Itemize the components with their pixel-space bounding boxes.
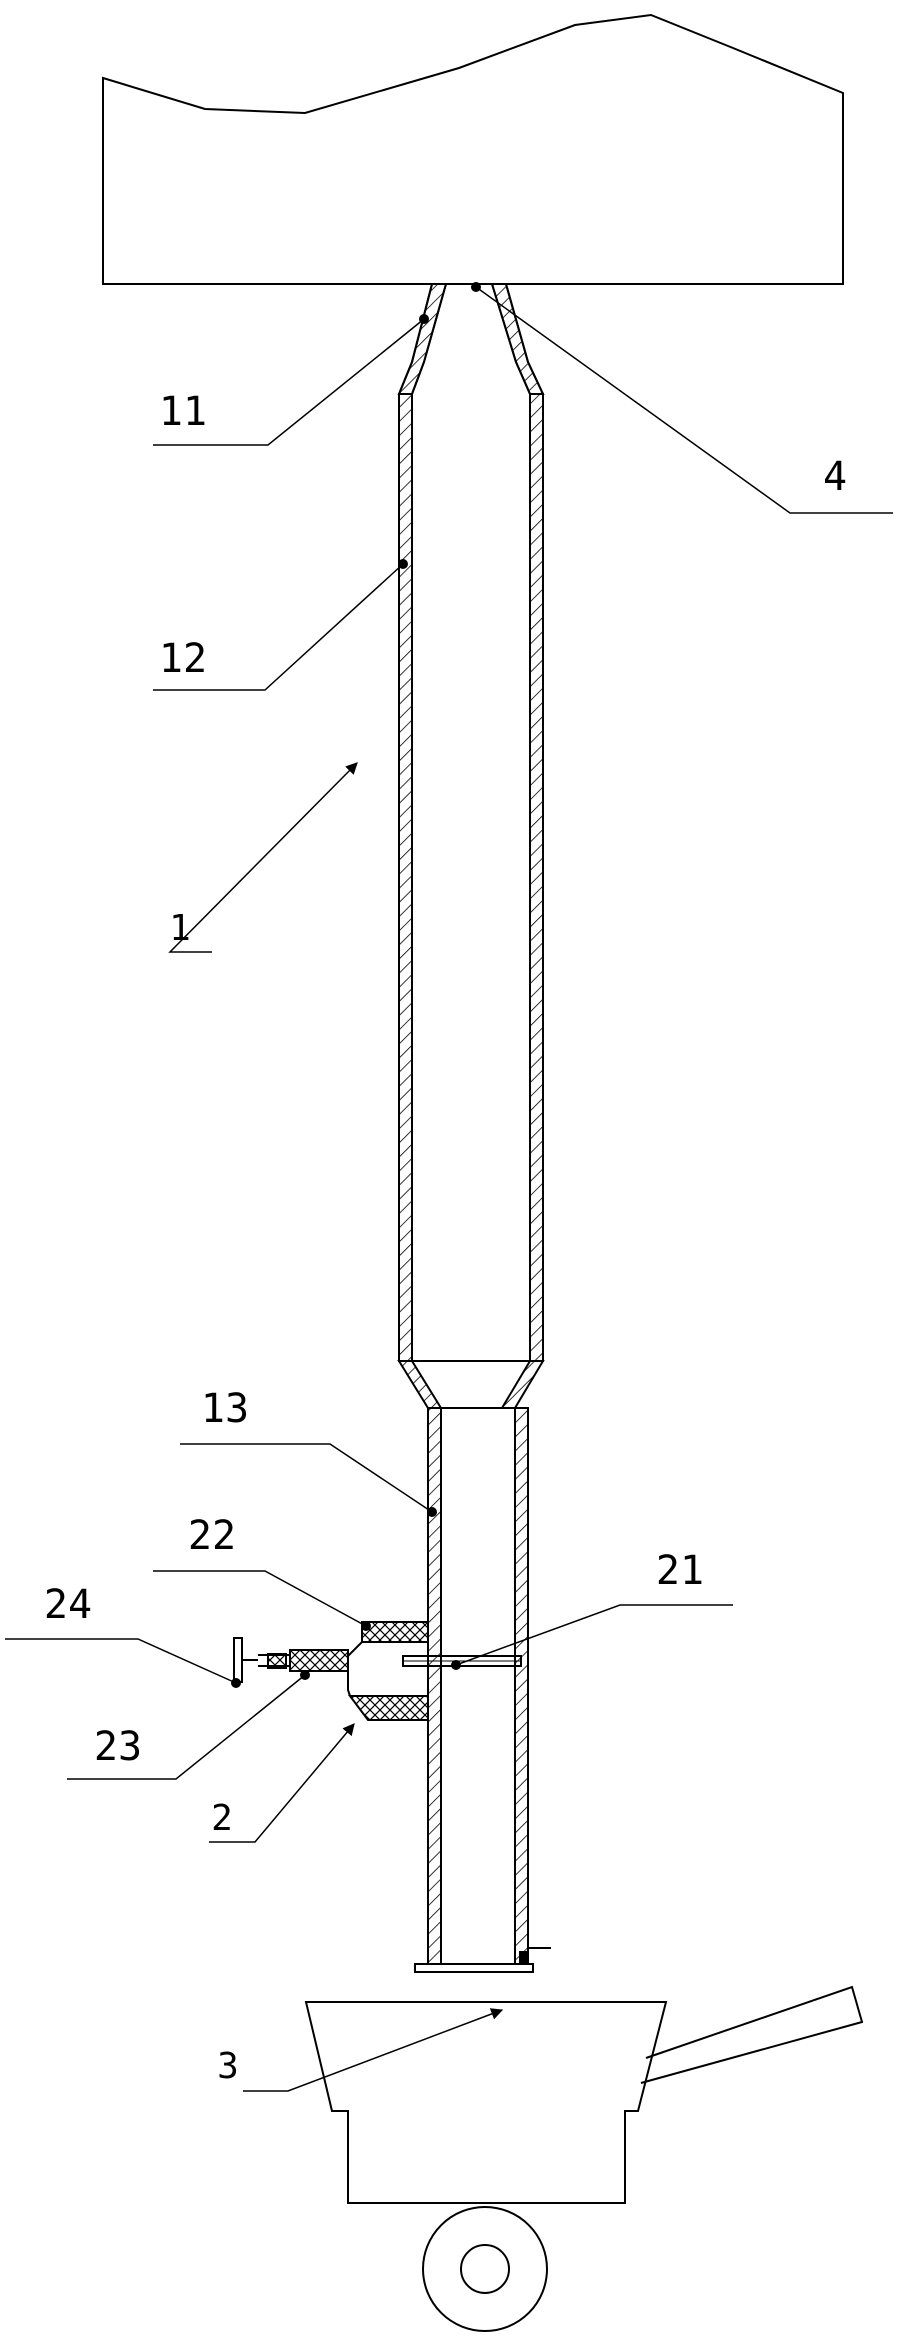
furnace-body [102,13,844,285]
label-23: 23 [94,1724,142,1770]
label-24: 24 [44,1582,92,1628]
cart [304,1985,864,2332]
label-22: 22 [188,1513,236,1559]
main-tube [398,393,544,1362]
label-4: 4 [823,454,847,500]
labels: 11 4 12 1 13 22 21 24 23 2 3 [44,389,847,2087]
lower-taper [397,1360,545,1409]
label-1: 1 [169,908,191,949]
label-11: 11 [159,389,207,435]
bottom-gate [414,1947,551,1973]
upper-cone [397,283,545,395]
label-12: 12 [159,636,207,682]
leader-lines [5,286,893,2092]
label-2: 2 [211,1798,233,1839]
reference-dots [231,282,481,1688]
label-3: 3 [217,2046,239,2087]
label-21: 21 [656,1548,704,1594]
valve-assembly [233,1621,522,1721]
label-13: 13 [201,1386,249,1432]
lower-tube [427,1407,529,1965]
